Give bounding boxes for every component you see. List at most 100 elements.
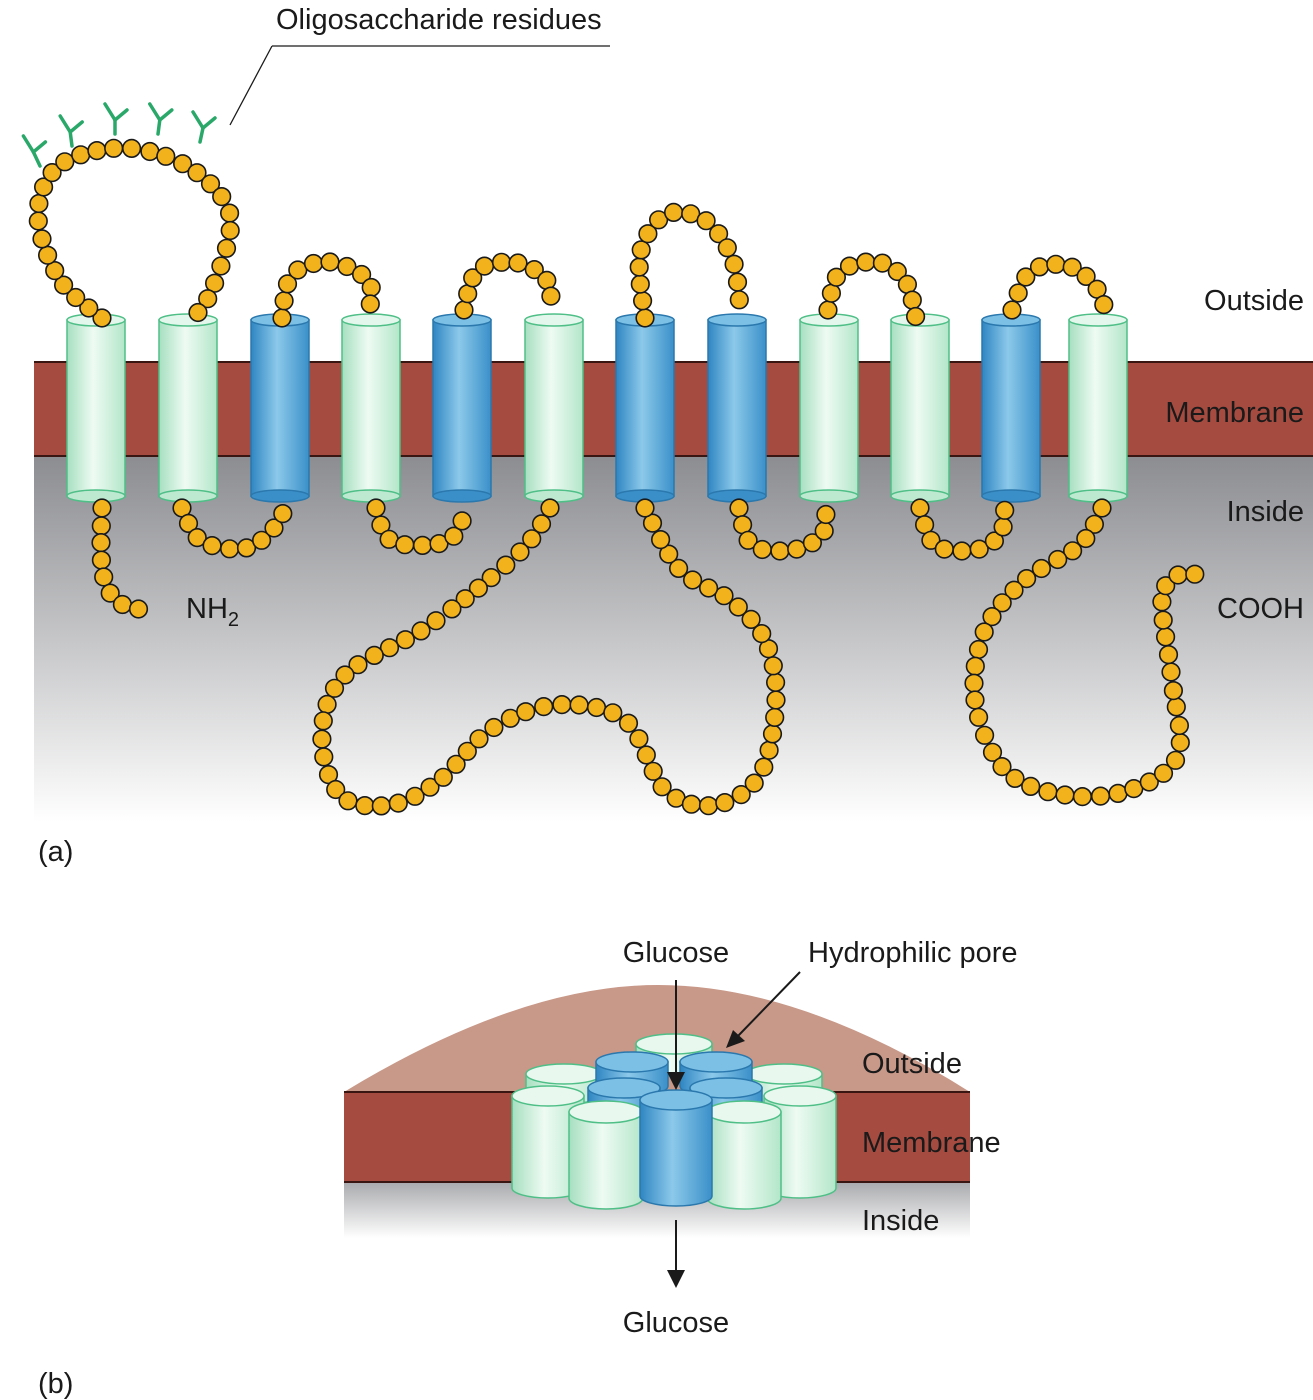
amino-acid-residue — [457, 741, 477, 761]
oligosaccharide-residue — [21, 134, 48, 168]
amino-acid-residue — [379, 638, 400, 658]
amino-acid-residue — [178, 513, 199, 534]
amino-acid-residue — [1038, 782, 1058, 802]
amino-acid-residue — [537, 270, 557, 291]
amino-acid-residue — [752, 623, 772, 644]
amino-acid-residue — [969, 539, 989, 559]
amino-acid-residue — [91, 516, 111, 536]
amino-acid-residue — [663, 202, 684, 222]
amino-acid-residue — [104, 138, 124, 158]
amino-acid-residue — [1055, 785, 1075, 805]
amino-acid-residue — [71, 145, 91, 165]
amino-acid-residue — [714, 586, 734, 606]
amino-acid-residue — [1048, 549, 1068, 570]
amino-acid-residue — [122, 138, 142, 158]
amino-acid-residue — [982, 742, 1003, 762]
amino-acid-residue — [395, 630, 416, 650]
amino-acid-residue — [187, 163, 207, 183]
chain-segment — [366, 498, 472, 556]
helix-3 — [250, 313, 310, 503]
amino-acid-residue — [468, 578, 489, 598]
amino-acid-residue — [965, 656, 985, 676]
amino-acid-residue — [91, 550, 111, 570]
amino-acid-residue — [274, 291, 294, 311]
amino-acid-residue — [337, 256, 357, 277]
amino-acid-residue — [992, 756, 1012, 777]
amino-acid-residue — [212, 187, 232, 207]
amino-acid-residue — [765, 707, 785, 728]
amino-acid-residue — [1139, 772, 1159, 792]
amino-acid-residue — [92, 498, 112, 518]
amino-acid-residue — [1163, 680, 1183, 701]
amino-acid-residue — [982, 606, 1002, 627]
amino-acid-residue — [66, 287, 86, 308]
amino-acid-residue — [87, 141, 107, 161]
amino-acid-residue — [496, 555, 516, 575]
amino-acid-residue — [1161, 662, 1181, 682]
amino-acid-residue — [1153, 763, 1174, 783]
amino-acid-residue — [629, 729, 649, 749]
amino-acid-residue — [821, 283, 842, 303]
amino-acid-residue — [1166, 697, 1186, 717]
amino-acid-residue — [1155, 627, 1176, 647]
chain-segment — [818, 252, 926, 327]
chain-segment — [910, 498, 1015, 561]
chain-segment — [964, 498, 1205, 807]
panel-b-label: (b) — [38, 1368, 73, 1400]
pore-helix-front-left — [568, 1100, 644, 1210]
amino-acid-residue — [1062, 541, 1083, 561]
amino-acid-residue — [681, 794, 702, 814]
amino-acid-residue — [1092, 498, 1112, 518]
amino-acid-residue — [1108, 783, 1128, 804]
helix-12 — [1068, 313, 1128, 503]
amino-acid-residue — [974, 622, 994, 642]
amino-acid-residue — [802, 533, 823, 553]
amino-acid-residue — [765, 672, 786, 693]
helix-6 — [524, 313, 584, 503]
helix-4 — [341, 313, 401, 503]
amino-acid-residue — [236, 538, 257, 558]
inside-region — [34, 456, 1313, 822]
amino-acid-residue — [42, 163, 62, 183]
amino-acid-residue — [1094, 295, 1114, 315]
amino-acid-residue — [642, 513, 663, 533]
chain-segment — [629, 202, 749, 328]
amino-acid-residue — [326, 779, 346, 800]
amino-acid-residue — [1002, 300, 1022, 320]
inside-label-a: Inside — [1227, 496, 1304, 528]
amino-acid-residue — [731, 784, 751, 805]
membrane-label-a: Membrane — [1165, 397, 1304, 429]
amino-acid-residue — [313, 711, 333, 731]
amino-acid-residue — [91, 532, 111, 553]
amino-acid-residue — [317, 694, 337, 715]
amino-acid-residue — [446, 754, 466, 774]
amino-acid-residue — [921, 530, 941, 550]
amino-acid-residue — [934, 539, 954, 559]
amino-acid-residue — [205, 273, 225, 293]
chain-segment — [454, 252, 561, 320]
amino-acid-residue — [698, 796, 719, 816]
amino-acid-residue — [33, 177, 54, 197]
amino-acid-residue — [469, 729, 489, 749]
amino-acid-residue — [652, 777, 672, 797]
glucose-in-label: Glucose — [623, 937, 729, 969]
amino-acid-residue — [92, 308, 112, 328]
amino-acid-residue — [29, 193, 49, 214]
glucose-out-arrowhead — [667, 1270, 685, 1288]
amino-acid-residue — [1076, 528, 1096, 549]
amino-acid-residue — [216, 238, 237, 258]
oligosaccharide-group — [21, 102, 217, 168]
amino-acid-residue — [1158, 644, 1179, 665]
amino-acid-residue — [1169, 715, 1189, 736]
oligosaccharide-residue — [58, 114, 84, 148]
panel-a-label: (a) — [38, 836, 73, 868]
amino-acid-residue — [303, 253, 324, 274]
amino-acid-residue — [770, 541, 790, 561]
amino-acid-residue — [338, 791, 358, 811]
amino-acid-residue — [902, 290, 922, 310]
amino-acid-residue — [37, 245, 58, 265]
pore-helix-front-far-right — [763, 1085, 837, 1199]
oligosaccharide-residue — [148, 102, 174, 136]
amino-acid-residue — [444, 526, 464, 546]
amino-acid-residue — [312, 729, 332, 749]
